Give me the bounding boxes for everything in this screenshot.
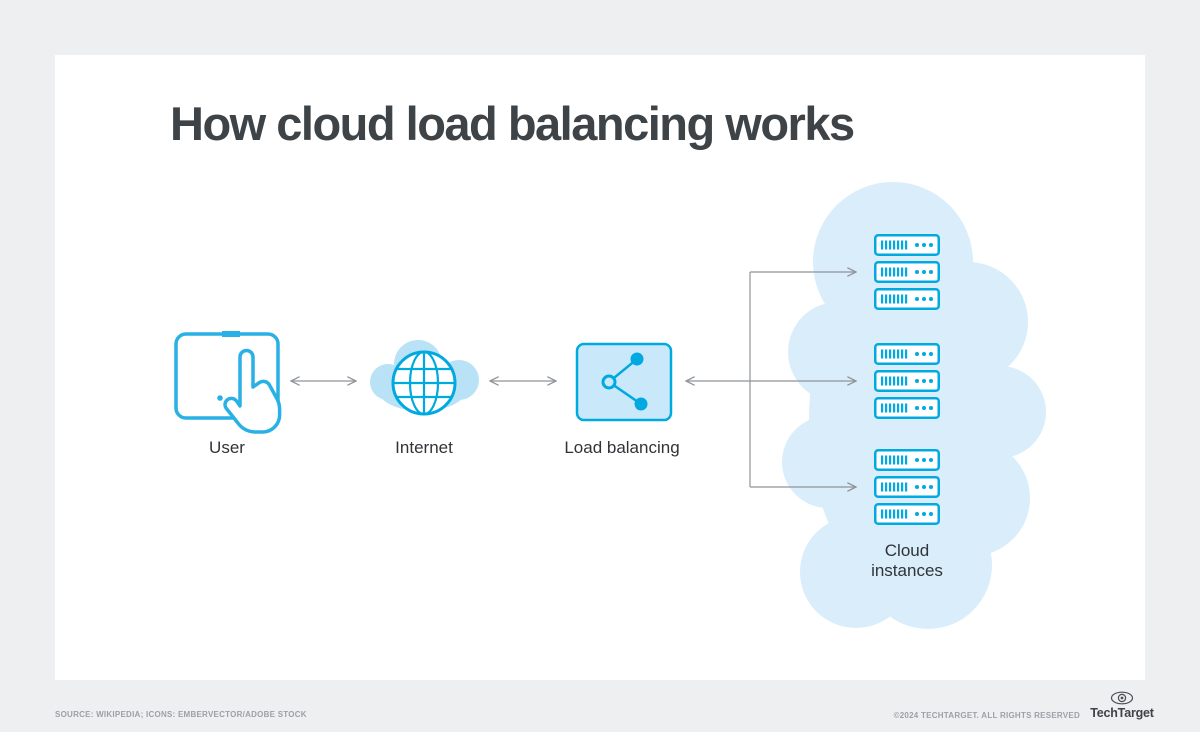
globe-with-cloud-icon [370,340,479,416]
user-label: User [209,438,245,457]
server-icon [875,344,939,364]
server-icon [875,398,939,418]
server-group-bottom [875,450,939,524]
load-balancing-label: Load balancing [564,438,680,457]
server-icon [875,477,939,497]
globe [391,350,457,416]
server-icon [875,289,939,309]
tablet-touch-icon [174,331,282,434]
internet-label: Internet [395,438,453,457]
page-title: How cloud load balancing works [170,97,855,150]
source-credit: SOURCE: WIKIPEDIA; ICONS: EMBERVECTOR/AD… [55,710,307,719]
connection-lines [291,272,856,487]
share-nodes-icon [575,342,673,422]
server-icon [875,450,939,470]
techtarget-logo: TechTarget [1088,691,1156,720]
server-group-top [875,235,939,309]
server-icon [875,262,939,282]
pointing-hand [223,348,282,434]
server-icon [875,371,939,391]
cloud-instances-cloud-shape [782,182,1046,629]
copyright-text: ©2024 TECHTARGET. ALL RIGHTS RESERVED [893,711,1080,720]
server-icon [875,235,939,255]
server-group-middle [875,344,939,418]
cloud-instances-label: Cloud instances [871,541,943,581]
tablet-home-dot [217,395,223,401]
techtarget-wordmark: TechTarget [1090,706,1154,720]
server-icon [875,504,939,524]
techtarget-eye-icon [1110,691,1134,705]
